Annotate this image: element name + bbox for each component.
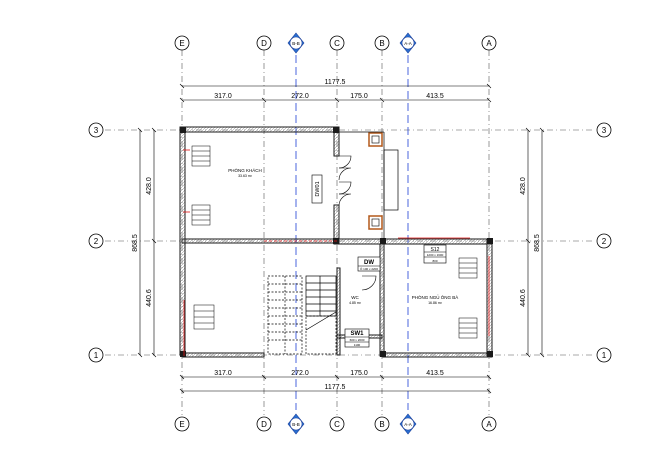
room-wc-area: 4.85 m² [349,301,362,305]
dim-bottom-total: 1177.5 [325,384,346,391]
dim-top-seg-1: 317.0 [214,93,232,100]
dim-left-seg-2: 440.6 [146,289,153,307]
section-marker-a-top: A-A [399,32,417,54]
room-bedroom: PHÒNG NGỦ ÔNG BÀ 16.86 m² [412,294,459,305]
grid-label-2-right: 2 [602,237,607,246]
staircase [267,275,303,355]
grid-label-e-bottom: E [179,420,184,429]
section-marker-b-bottom: B-B [287,413,305,435]
window-tags-right [458,257,478,339]
section-lines [295,55,409,410]
grid-label-d-top: D [261,39,267,48]
room-wc-name: WC [351,295,359,300]
dim-top-seg-4: 413.5 [426,93,444,100]
section-label-a-bottom: A-A [404,422,412,427]
dim-bottom-seg-2: 272.0 [291,370,309,377]
grid-label-2-left: 2 [94,237,99,246]
dim-right-total: 868.5 [534,234,541,252]
dim-bottom-seg-1: 317.0 [214,370,232,377]
room-wc: WC 4.85 m² [349,295,362,305]
grid-label-1-left: 1 [94,351,99,360]
grid-label-a-top: A [486,39,492,48]
tag-dw-code: DW [364,260,374,266]
wall-mid-left [181,238,338,244]
grid-label-1-right: 1 [602,351,607,360]
dim-right-seg-2: 440.6 [520,289,527,307]
grid-label-3-right: 3 [602,126,607,135]
wall-wc-left [336,267,341,356]
grid-label-d-bottom: D [261,420,267,429]
tag-sw1-sub2: 1100 [354,343,361,347]
tag-dw: DW Ô 100 x 2200 [357,256,381,272]
room-living-area: 33.63 m² [238,174,253,178]
section-marker-b-top: B-B [287,32,305,54]
tag-dw01: DW01 [311,174,323,204]
grid-bubbles-top: E D C B A [174,35,497,51]
section-label-b-top: B-B [292,41,300,46]
wall-bottom-right [381,352,493,358]
dim-bottom-seg-3: 175.0 [350,370,368,377]
tag-s12-sub2: 800 [432,259,437,263]
window-tags-left [191,145,215,330]
grid-label-3-left: 3 [94,126,99,135]
dimension-left [137,127,157,358]
tag-s12-sub1: 1200 x 1600 [427,253,444,257]
section-label-a-top: A-A [404,41,412,46]
door-living-swing [338,155,352,206]
grid-label-a-bottom: A [486,420,492,429]
dim-right-seg-1: 428.0 [520,177,527,195]
grid-bubbles-rows: 3 2 1 3 2 1 [88,122,612,363]
grid-label-b-top: B [379,39,384,48]
dim-top-total: 1177.5 [325,79,346,86]
tag-dw01-code: DW01 [315,181,321,196]
dimension-top [179,83,492,103]
staircase-upper [305,275,337,355]
tag-s12-code: S12 [431,247,440,253]
porch [339,131,399,239]
tag-sw1: SW1 600 x 2000 1100 [344,328,370,348]
dimension-bottom [179,374,492,394]
red-indicators [183,149,490,356]
grid-label-c-bottom: C [334,420,340,429]
dim-top-seg-3: 175.0 [350,93,368,100]
grid-label-e-top: E [179,39,184,48]
grid-bubbles-bottom: E D C B A [174,416,497,432]
porch-columns [368,132,383,230]
dim-bottom-seg-4: 413.5 [426,370,444,377]
grid-label-b-bottom: B [379,420,384,429]
dim-top-seg-2: 272.0 [291,93,309,100]
wall-mid-right [336,238,493,245]
grid-label-c-top: C [334,39,340,48]
wall-bottom-left [181,352,265,358]
room-living: PHÒNG KHÁCH 33.63 m² [228,167,262,178]
dim-left-seg-1: 428.0 [146,177,153,195]
planter-box [383,149,399,211]
grid-lines [105,50,595,415]
dim-left-total: 868.5 [132,234,139,252]
room-bedroom-area: 16.86 m² [428,301,443,305]
wall-right-lower [486,238,493,358]
tag-sw1-sub1: 600 x 2000 [350,338,365,342]
tag-sw1-code: SW1 [350,331,364,337]
room-bedroom-name: PHÒNG NGỦ ÔNG BÀ [412,294,459,300]
tag-dw-sub: Ô 100 x 2200 [360,266,378,271]
dimension-right [525,127,545,358]
door-wc-swing [361,275,377,291]
wall-bedroom-left [379,243,385,357]
wall-top-living [181,126,338,133]
room-living-name: PHÒNG KHÁCH [228,167,262,173]
section-marker-a-bottom: A-A [399,413,417,435]
tag-s12: S12 1200 x 1600 800 [423,244,447,264]
section-label-b-bottom: B-B [292,422,300,427]
